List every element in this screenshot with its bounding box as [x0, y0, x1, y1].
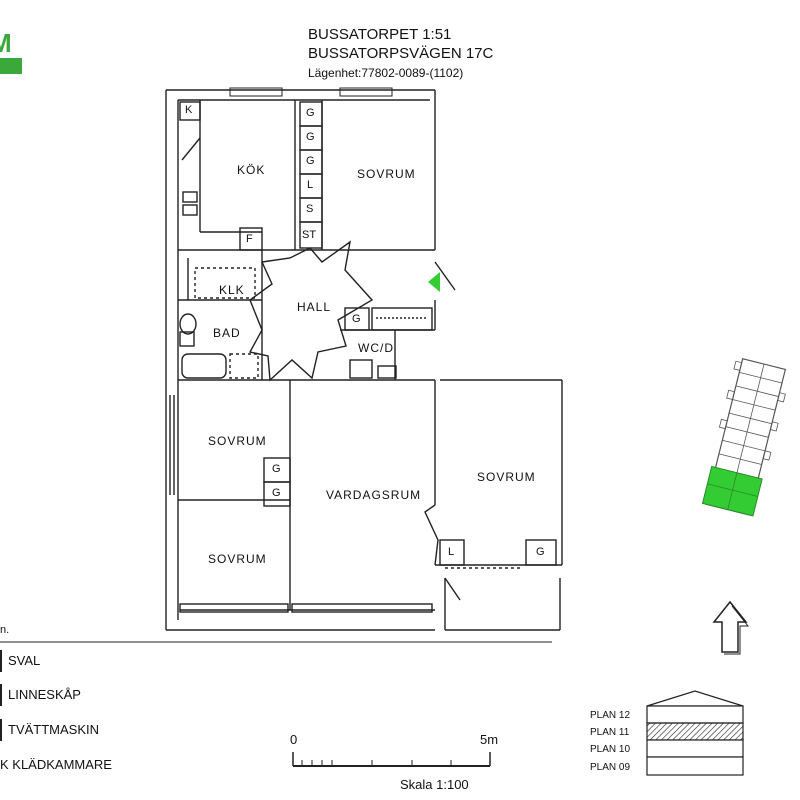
logo-letter: M: [0, 28, 12, 58]
floor-stack: [646, 690, 744, 776]
room-label-sovrum-right: SOVRUM: [477, 470, 536, 484]
fixture-g-bedroom-1: G: [272, 463, 281, 475]
fixture-k: K: [185, 104, 193, 116]
current-floor-highlight: [646, 722, 744, 741]
fixture-f: F: [246, 233, 253, 245]
apartment-id: Lägenhet:77802-0089-(1102): [308, 66, 464, 80]
room-label-klk: KLK: [219, 283, 245, 297]
fixture-g-closet-3: G: [306, 155, 315, 167]
legend-item-tvattmaskin: TVÄTTMASKIN: [8, 722, 100, 737]
scale-label: Skala 1:100: [400, 777, 469, 792]
room-label-sovrum-left-lower: SOVRUM: [208, 552, 267, 566]
room-label-hall: HALL: [297, 300, 332, 314]
fixture-g-closet-1: G: [306, 107, 315, 119]
legend-item-sval: SVAL: [8, 653, 41, 668]
fixture-l-bedroom: L: [448, 546, 455, 558]
building-title: BUSSATORPET 1:51: [308, 26, 452, 43]
legend-bar-linneskap: [0, 684, 2, 706]
room-label-bad: BAD: [213, 326, 241, 340]
room-label-vardagsrum: VARDAGSRUM: [326, 488, 422, 502]
room-label-sovrum-top: SOVRUM: [357, 167, 416, 181]
north-arrow-icon: [712, 600, 750, 655]
legend-note: n.: [0, 624, 10, 636]
legend-item-linneskap: LINNESKÅP: [8, 687, 81, 702]
room-label-wcd: WC/D: [358, 341, 394, 355]
legend-bar-tvattmaskin: [0, 719, 2, 741]
fixture-g-bedroom-right: G: [536, 546, 545, 558]
legend: n. SVAL LINNESKÅP TVÄTTMASKIN K KLÄDKAMM…: [0, 624, 200, 784]
fixture-s-closet: S: [306, 203, 314, 215]
site-plan: [701, 358, 787, 517]
room-label-sovrum-left-upper: SOVRUM: [208, 434, 267, 448]
fixture-g-hall: G: [352, 313, 361, 325]
entrance-marker: [428, 272, 440, 292]
logo: M: [0, 28, 22, 76]
plan-label-09: PLAN 09: [590, 762, 631, 773]
scale-bar: [292, 752, 491, 767]
plan-label-12: PLAN 12: [590, 710, 631, 721]
legend-bar-sval: [0, 650, 2, 672]
legend-item-kladkammare: K KLÄDKAMMARE: [0, 757, 112, 772]
fixture-st-closet: ST: [302, 229, 317, 241]
scale-five: 5m: [480, 732, 499, 747]
fixture-l-closet: L: [307, 179, 314, 191]
street-address: BUSSATORPSVÄGEN 17C: [308, 45, 494, 62]
logo-bar: [0, 58, 22, 74]
fixture-g-bedroom-2: G: [272, 487, 281, 499]
fixture-g-closet-2: G: [306, 131, 315, 143]
room-label-kok: KÖK: [237, 163, 266, 177]
scale-zero: 0: [290, 732, 298, 747]
plan-label-11: PLAN 11: [590, 727, 630, 738]
plan-label-10: PLAN 10: [590, 744, 631, 755]
